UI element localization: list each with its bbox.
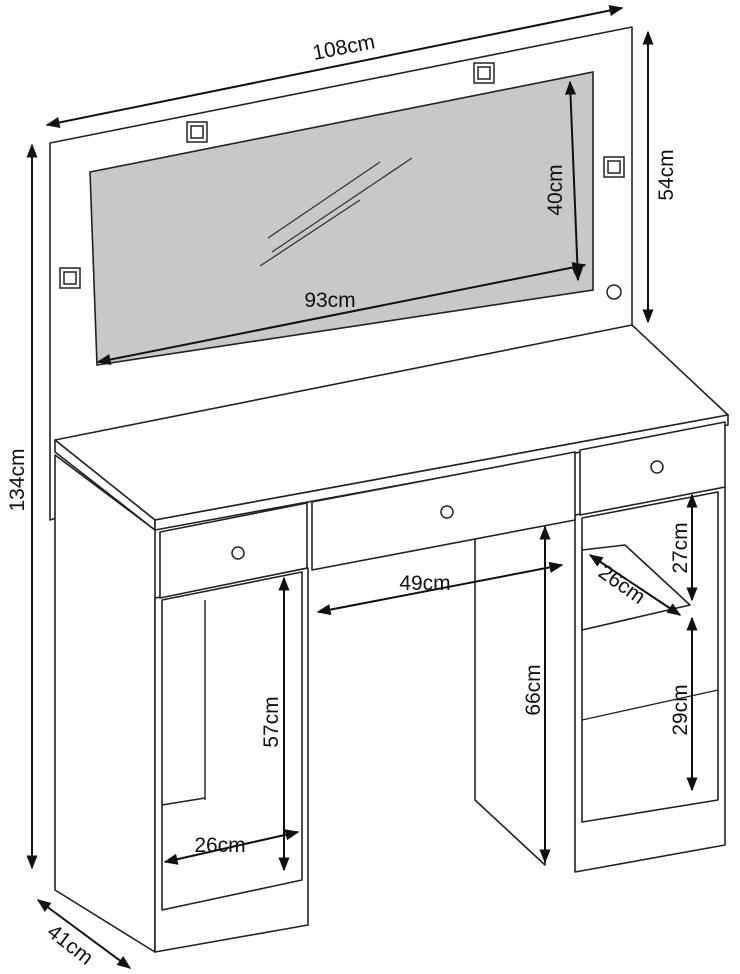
mirror-reflection-lines bbox=[259, 157, 413, 267]
left-cabinet-inner bbox=[161, 571, 303, 911]
dim-49: 49cm bbox=[399, 572, 450, 595]
dim-57: 57cm bbox=[260, 696, 283, 747]
dimension-arrows bbox=[26, 5, 698, 969]
dim-41: 41cm bbox=[43, 920, 98, 970]
dim-29: 29cm bbox=[669, 684, 692, 735]
dim-134: 134cm bbox=[6, 448, 29, 511]
left-side-panel bbox=[54, 454, 156, 953]
dim-93: 93cm bbox=[304, 289, 355, 312]
drawer-right-knob[interactable] bbox=[650, 460, 664, 474]
dim-54: 54cm bbox=[655, 149, 678, 200]
drawer-middle-knob[interactable] bbox=[440, 505, 454, 519]
dim-26-left: 26cm bbox=[194, 834, 245, 857]
dim-40: 40cm bbox=[544, 164, 567, 215]
dim-27: 27cm bbox=[669, 522, 692, 573]
drawer-left-knob[interactable] bbox=[231, 546, 245, 560]
dim-66: 66cm bbox=[522, 664, 545, 715]
right-cabinet-inner bbox=[581, 491, 719, 823]
